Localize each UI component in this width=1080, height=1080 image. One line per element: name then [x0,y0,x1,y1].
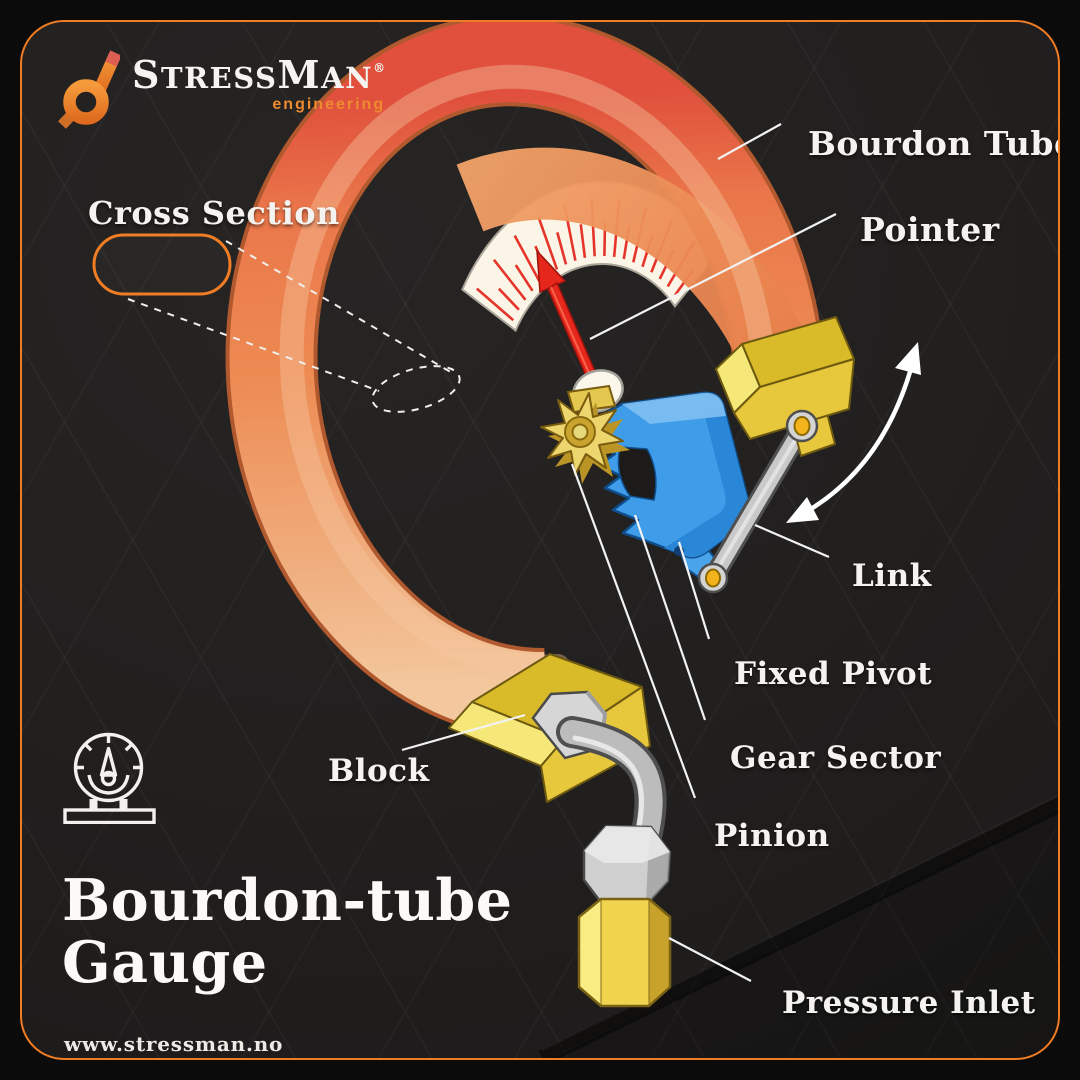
page-title: Bourdon-tube Gauge [62,870,513,994]
website-url: www.stressman.no [64,1032,284,1056]
link-label: Link [852,558,932,594]
block-top [715,316,855,457]
registered-mark: ® [373,61,386,75]
bourdon-tube-label: Bourdon Tube [808,124,1060,163]
title-line2: Gauge [62,929,268,996]
capillary-pipe [560,720,663,860]
leader-pinion [570,463,697,799]
leader-link [754,523,830,559]
brand-logo: StressMan® engineering [58,46,385,130]
leader-fixed-pivot [677,541,711,640]
cross-section-callout [92,233,461,413]
leader-bourdon-tube [717,123,782,160]
stressman-logo-icon [58,50,120,129]
brand-initial: S [132,52,161,97]
link-pivot-top [785,409,819,443]
cross-section-shape [92,233,232,296]
leader-pressure-inlet [668,937,752,982]
brand-wordmark: StressMan® engineering [132,46,385,114]
leader-lines [401,123,837,982]
fixed-pivot-label: Fixed Pivot [734,656,933,692]
title-line1: Bourdon-tube [62,867,513,934]
pinion-label: Pinion [714,818,830,854]
leader-block [401,713,526,752]
gauge-icon [63,732,156,824]
cross-section-label: Cross Section [88,194,340,232]
pressure-inlet-label: Pressure Inlet [782,985,1036,1021]
floor-platform [538,794,1058,1058]
link [697,416,813,594]
brand-tagline: engineering [272,96,386,113]
block-label: Block [328,753,430,789]
gear-sector-label: Gear Sector [730,740,942,776]
pointer-label: Pointer [860,210,1000,249]
rotation-arrow-icon [786,342,921,523]
bourdon-tube [225,22,824,741]
bourdon-gauge-illustration [92,22,1058,1058]
brand-name: StressMan® [132,52,386,97]
pinion-gear [540,384,630,484]
leader-gear-sector [633,514,707,721]
inlet-hex [577,897,672,1008]
leader-pointer [589,213,837,340]
pressure-inlet-fitting [531,690,672,1008]
card: StressMan® engineering Cross Section Bou… [20,20,1060,1060]
